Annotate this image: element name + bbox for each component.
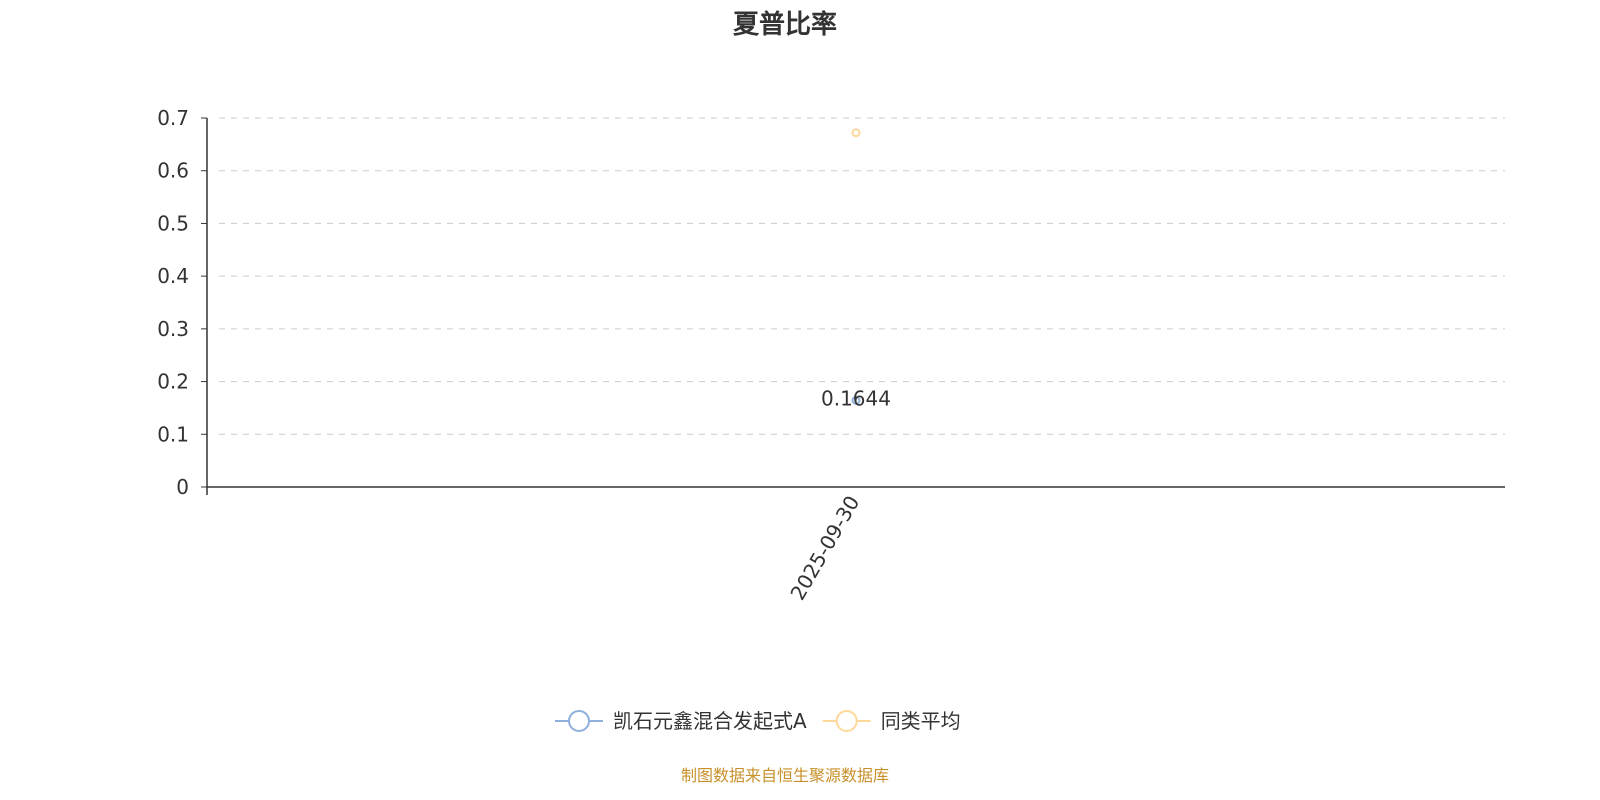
y-tick-label: 0.5: [157, 211, 189, 235]
data-label: 0.1644: [821, 386, 891, 410]
y-tick-label: 0.2: [157, 370, 189, 394]
y-tick-label: 0.3: [157, 317, 189, 341]
legend-circle-icon: [568, 710, 590, 732]
source-note: 制图数据来自恒生聚源数据库: [681, 766, 889, 785]
data-point: [851, 395, 861, 405]
legend-circle-icon: [835, 710, 858, 732]
legend-label: 同类平均: [881, 709, 961, 733]
data-point: [851, 128, 861, 138]
y-tick-label: 0.4: [157, 264, 189, 288]
y-tick-label: 0.7: [157, 106, 189, 130]
chart-title: 夏普比率: [733, 9, 837, 40]
y-tick-label: 0.6: [157, 159, 189, 183]
y-tick-label: 0.1: [157, 422, 189, 446]
legend-label: 凯石元鑫混合发起式A: [613, 709, 807, 733]
x-tick-label: 2025-09-30: [785, 492, 864, 605]
y-tick-label: 0: [176, 475, 189, 499]
